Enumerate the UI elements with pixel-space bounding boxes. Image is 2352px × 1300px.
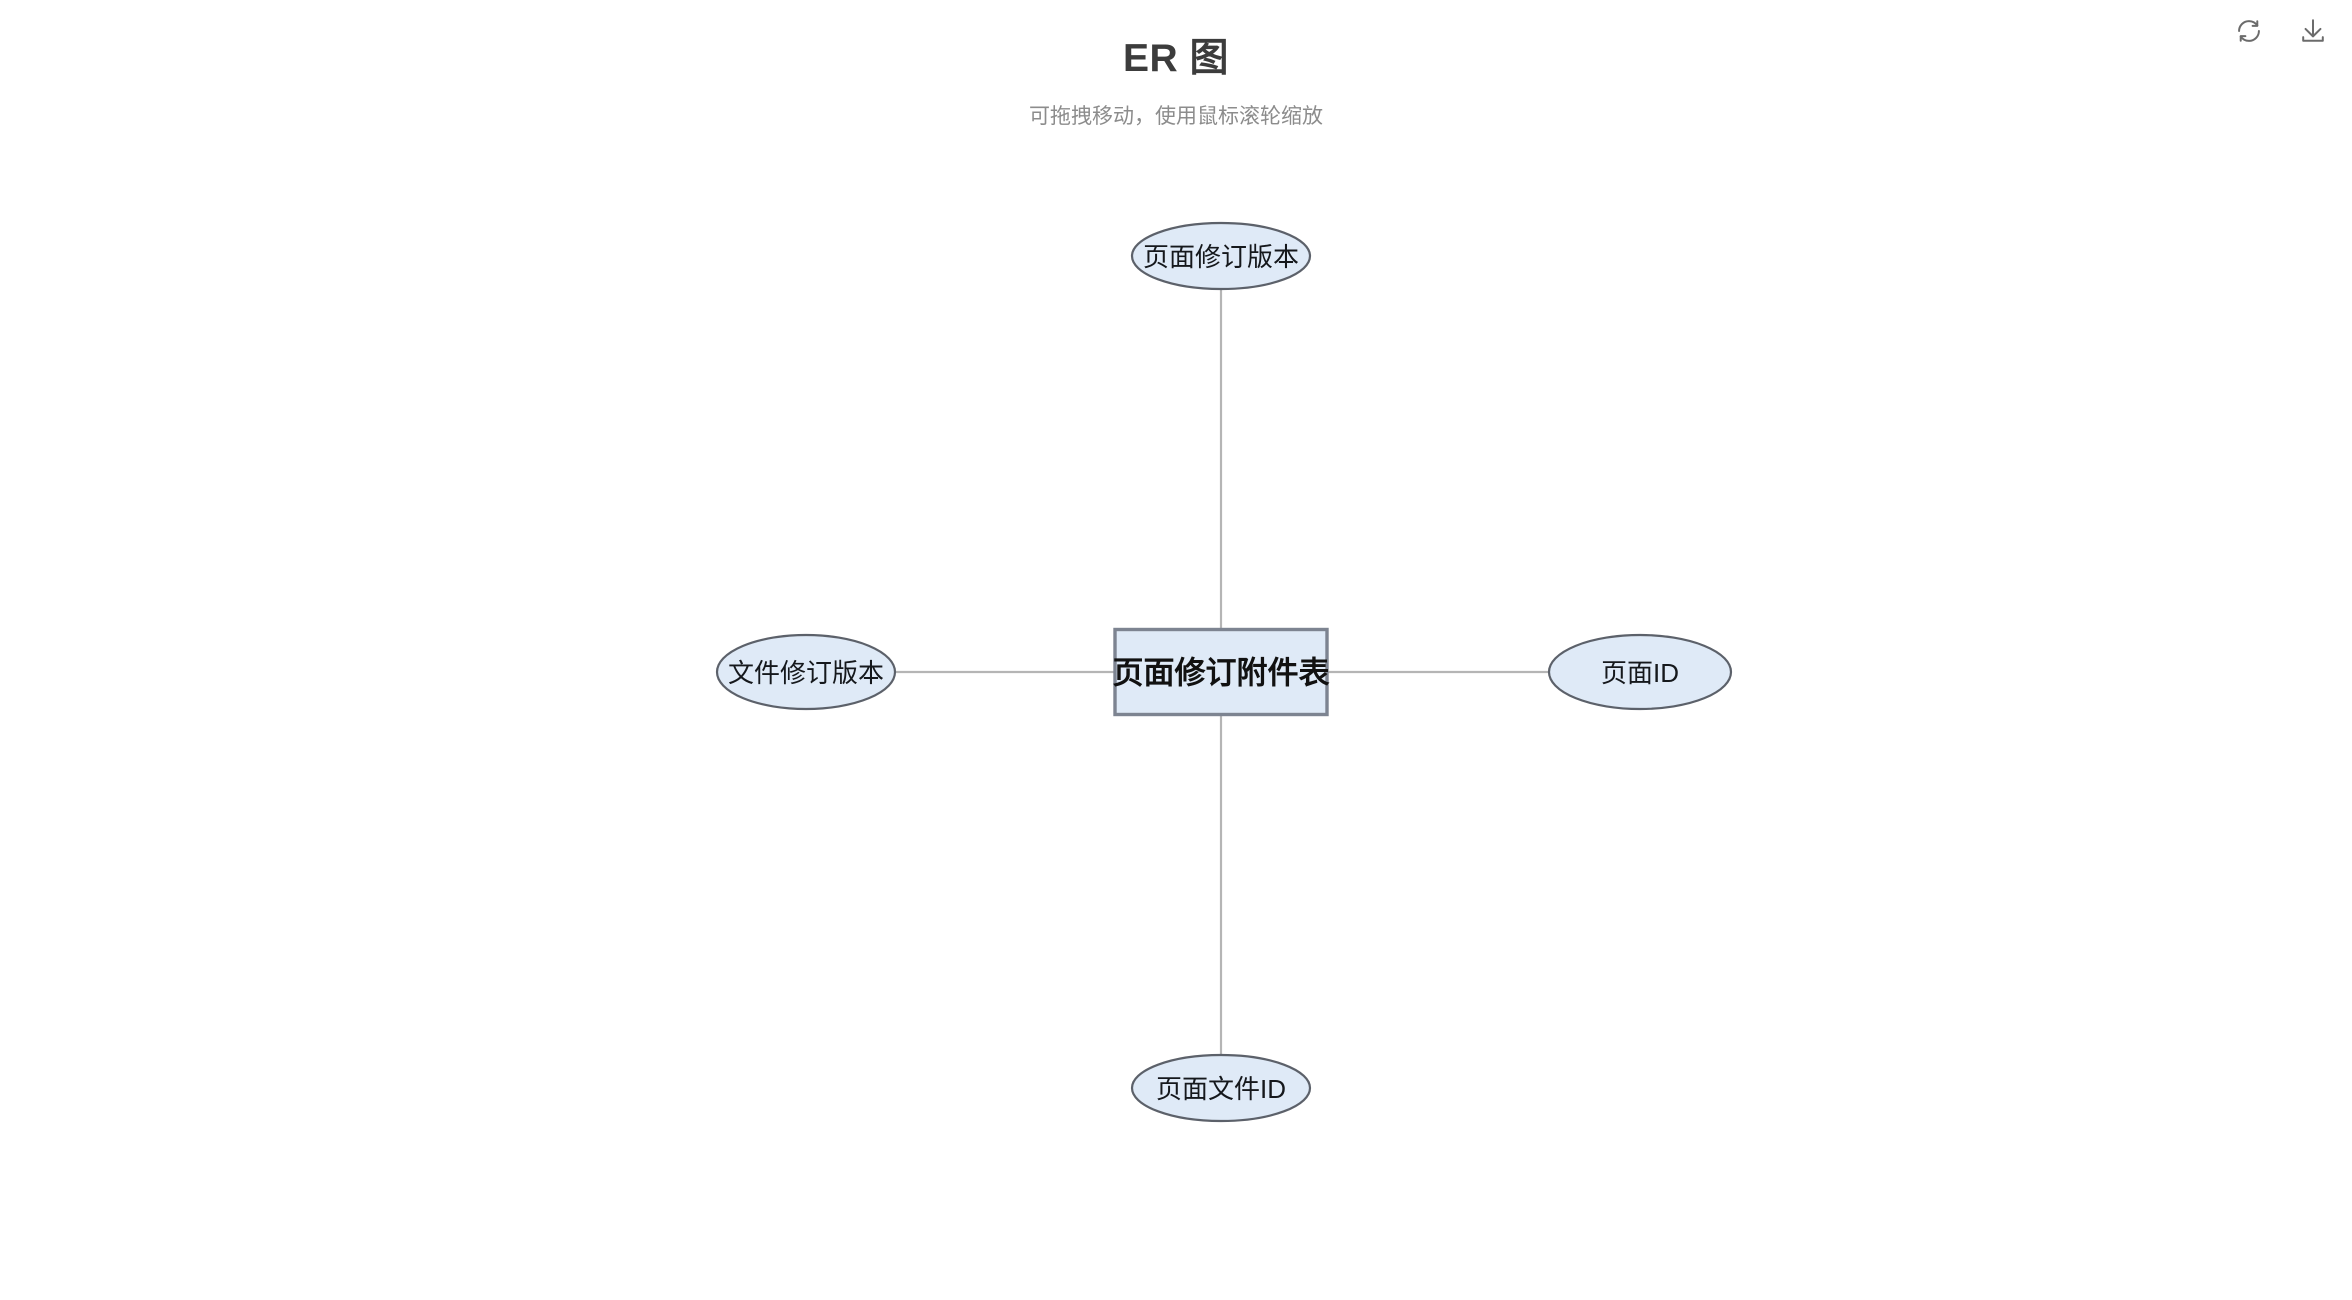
er-entity-shape[interactable]: [1113, 627, 1329, 717]
download-icon: [2299, 17, 2327, 45]
er-attribute-shape[interactable]: [715, 633, 897, 711]
reset-view-button[interactable]: [2228, 10, 2270, 52]
diagram-toolbar: [2228, 10, 2334, 52]
er-attribute-label: 页面文件ID: [1156, 1074, 1286, 1104]
er-attribute-label: 文件修订版本: [728, 658, 884, 688]
er-attribute-label: 页面修订版本: [1143, 242, 1299, 272]
er-attribute-node[interactable]: 页面文件ID: [1130, 1053, 1312, 1123]
edges-layer: [895, 289, 1549, 1055]
er-attribute-node[interactable]: 文件修订版本: [715, 633, 897, 711]
er-attribute-label: 页面ID: [1601, 658, 1679, 688]
er-entity-node[interactable]: 页面修订附件表: [1113, 627, 1330, 717]
download-button[interactable]: [2292, 10, 2334, 52]
er-attribute-shape[interactable]: [1130, 1053, 1312, 1123]
er-attribute-shape[interactable]: [1547, 633, 1733, 711]
er-attribute-node[interactable]: 页面ID: [1547, 633, 1733, 711]
er-entity-label: 页面修订附件表: [1113, 656, 1330, 691]
er-attribute-shape[interactable]: [1130, 221, 1312, 291]
er-attribute-node[interactable]: 页面修订版本: [1130, 221, 1312, 291]
refresh-icon: [2235, 17, 2263, 45]
